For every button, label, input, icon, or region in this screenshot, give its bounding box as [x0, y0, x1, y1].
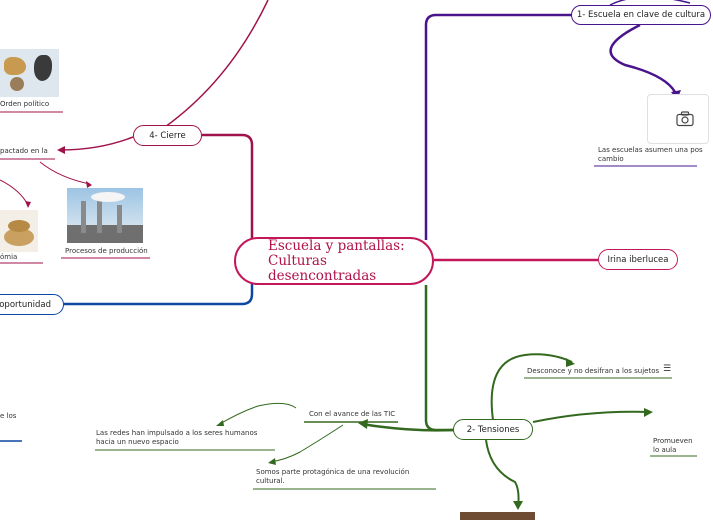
- connector-escuelas: [609, 23, 677, 93]
- arrowhead: [25, 201, 31, 208]
- connector-desconoce: [490, 353, 573, 421]
- connector-impactado: [59, 136, 134, 151]
- node-impactado[interactable]: pactado en la: [0, 147, 48, 155]
- arrowhead: [513, 501, 523, 510]
- branch-escuela-cultura[interactable]: 1- Escuela en clave de cultura: [571, 5, 711, 25]
- node-orden-politico[interactable]: Orden político: [0, 100, 50, 108]
- coins-image: [0, 210, 38, 252]
- branch-label: 4- Cierre: [149, 130, 186, 141]
- connector-down: [485, 439, 520, 509]
- connector-revolucion: [269, 424, 344, 463]
- connector-redes: [217, 402, 297, 426]
- menu-icon[interactable]: ☰: [663, 364, 672, 374]
- factory-image: [67, 188, 143, 243]
- connector-top-pink: [164, 0, 269, 128]
- branch-label: 1- Escuela en clave de cultura: [576, 10, 706, 20]
- node-promueven[interactable]: Promueven lo aula: [653, 437, 693, 454]
- connector-b1-top: [609, 0, 691, 6]
- arrowhead: [358, 419, 368, 429]
- node-procesos-produccion[interactable]: Procesos de producción: [65, 247, 148, 255]
- world-map-image: [0, 49, 59, 97]
- central-title-line1: Escuela y pantallas:: [268, 237, 405, 254]
- node-economia[interactable]: ómia: [0, 253, 18, 261]
- connector-b1: [424, 13, 572, 240]
- connector-b2: [424, 285, 454, 432]
- arrowhead: [86, 181, 92, 188]
- branch-label: 2- Tensiones: [466, 424, 520, 435]
- branch-cierre[interactable]: 4- Cierre: [133, 125, 202, 146]
- connector-economia: [0, 179, 29, 206]
- branch-label: Irina iberlucea: [607, 254, 669, 265]
- central-title-line2: Culturas desencontradas: [268, 252, 377, 284]
- node-escuelas-asumen[interactable]: Las escuelas asumen una pos cambio: [598, 146, 703, 163]
- branch-label: oportunidad: [0, 299, 51, 310]
- connector-avance: [361, 422, 455, 432]
- branch-tensiones[interactable]: 2- Tensiones: [453, 419, 533, 440]
- image-placeholder-card[interactable]: [647, 94, 709, 144]
- arrowhead: [268, 458, 276, 465]
- central-topic[interactable]: Escuela y pantallas: Culturas desencontr…: [234, 237, 434, 285]
- node-desconoce[interactable]: Desconoce y no desifran a los sujetos: [527, 367, 660, 375]
- node-redes[interactable]: Las redes han impulsado a los seres huma…: [96, 429, 258, 446]
- connector-procesos: [39, 161, 91, 185]
- branch-oportunidad[interactable]: oportunidad: [0, 294, 64, 315]
- camera-icon: [676, 111, 694, 127]
- arrowhead: [57, 146, 65, 154]
- connector-promueven: [532, 410, 651, 423]
- arrowhead: [644, 408, 653, 417]
- arrowhead: [566, 358, 575, 367]
- node-los-fragment[interactable]: e los: [0, 412, 17, 420]
- node-revolucion[interactable]: Somos parte protagónica de una revolució…: [256, 468, 410, 485]
- connector-b3: [64, 282, 254, 306]
- branch-author[interactable]: Irina iberlucea: [598, 249, 678, 270]
- node-avance-tic[interactable]: Con el avance de las TIC: [309, 410, 396, 418]
- connector-b4: [202, 133, 254, 240]
- arrowhead: [216, 420, 224, 426]
- mind-map-connectors: [0, 0, 697, 510]
- photo-thumbnail: [460, 512, 535, 520]
